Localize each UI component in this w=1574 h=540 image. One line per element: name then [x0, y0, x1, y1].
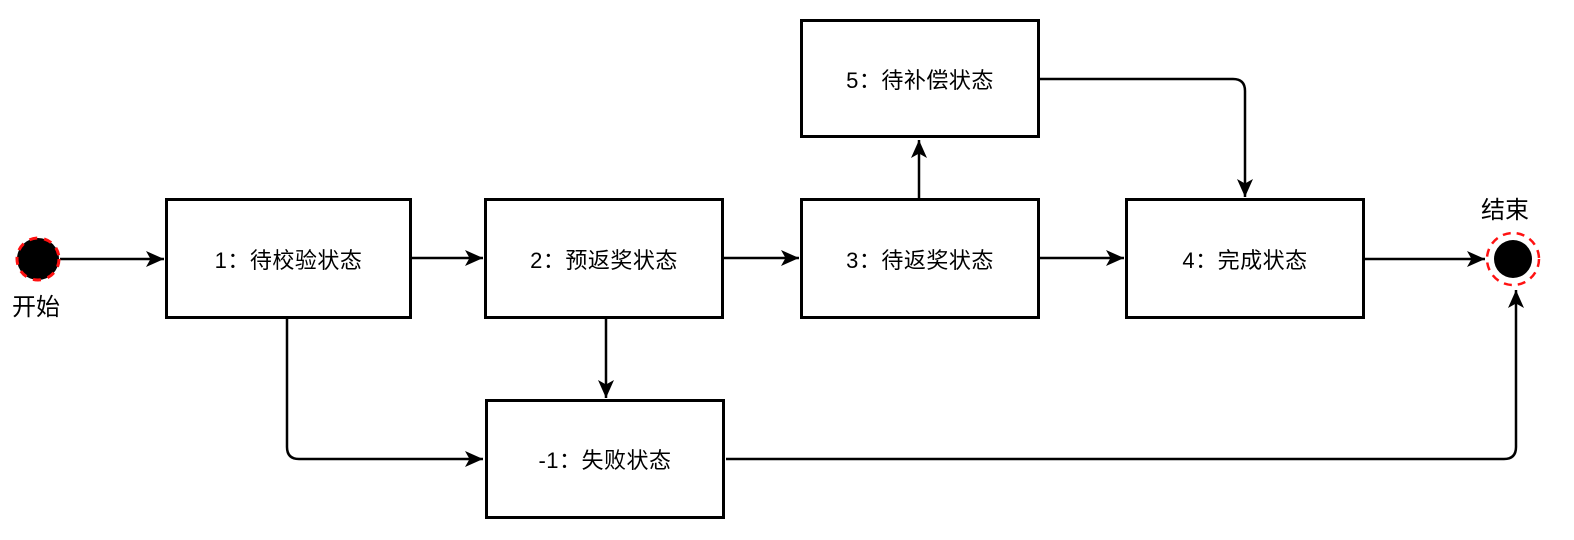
end-label: 结束	[1481, 197, 1529, 224]
end-ring-icon	[1485, 231, 1541, 287]
state-box-5: 5：待补偿状态	[800, 19, 1040, 138]
end-node	[1485, 231, 1541, 287]
state-box-1: 1：待校验状态	[165, 198, 412, 319]
start-node	[15, 236, 61, 282]
arrow-failed-to-end	[726, 290, 1524, 461]
start-circle-icon	[15, 236, 61, 282]
state-label-failed: -1：失败状态	[538, 448, 672, 473]
arrow-state5-to-state4	[1040, 77, 1253, 197]
state-box-3: 3：待返奖状态	[800, 198, 1040, 319]
state-box-2: 2：预返奖状态	[484, 198, 724, 319]
state-box-failed: -1：失败状态	[485, 399, 725, 519]
end-circle-icon	[1494, 240, 1532, 278]
arrow-state1-to-failed	[285, 319, 483, 467]
state-label-3: 3：待返奖状态	[846, 247, 994, 273]
state-label-5: 5：待补偿状态	[846, 67, 994, 93]
state-label-1: 1：待校验状态	[214, 247, 363, 273]
state-label-2: 2：预返奖状态	[530, 247, 678, 273]
start-label: 开始	[12, 294, 60, 321]
state-label-4: 4：完成状态	[1182, 247, 1308, 273]
state-box-4: 4：完成状态	[1125, 198, 1365, 319]
